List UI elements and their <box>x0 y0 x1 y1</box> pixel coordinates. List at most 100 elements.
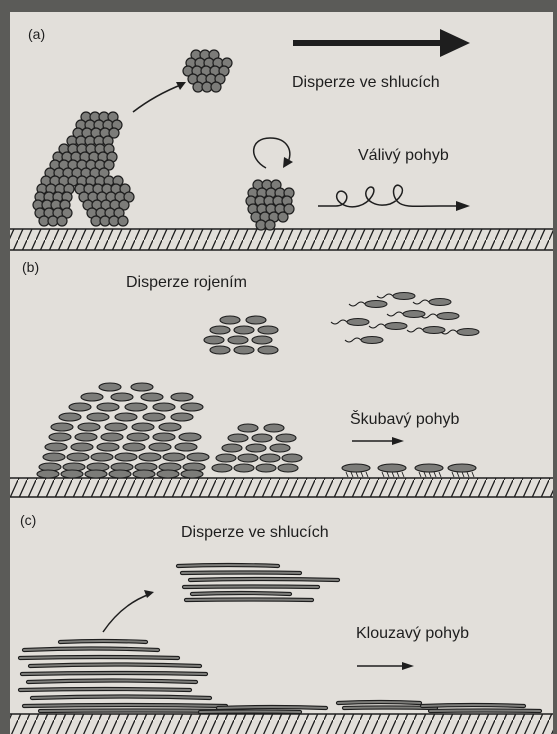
panel-c-label: (c) <box>20 512 36 528</box>
rod-cell <box>157 470 179 478</box>
rod-cell <box>234 346 254 354</box>
rod-cell <box>212 464 232 472</box>
filament-fill <box>186 600 312 601</box>
swarmer-cell <box>393 293 415 300</box>
rod-cell <box>45 443 67 451</box>
rod-cell <box>159 423 181 431</box>
rod-cell <box>131 383 153 391</box>
rod-cell <box>97 403 119 411</box>
swarmer-cell <box>385 323 407 330</box>
rod-cell <box>69 403 91 411</box>
swarmer-cell <box>457 329 479 336</box>
swarmer-cell <box>437 313 459 320</box>
filament-fill <box>184 587 318 588</box>
rod-cell <box>143 413 165 421</box>
rod-cell <box>175 443 197 451</box>
rod-cell <box>181 470 203 478</box>
rod-cell <box>187 453 209 461</box>
rod-cell <box>210 326 230 334</box>
panel-a-caption-top: Disperze ve shlucích <box>292 74 440 92</box>
rod-cell <box>132 423 154 431</box>
twitching-cell <box>378 464 406 472</box>
filament-fill <box>192 593 290 594</box>
rod-cell <box>81 393 103 401</box>
rod-cell <box>115 413 137 421</box>
rod-cell <box>43 453 65 461</box>
filament-fill <box>24 705 226 706</box>
panel-b-caption-top: Disperze rojením <box>126 274 247 292</box>
rod-cell <box>234 326 254 334</box>
rod-cell <box>228 336 248 344</box>
rod-cell <box>246 316 266 324</box>
rod-cell <box>49 433 71 441</box>
rod-cell <box>51 423 73 431</box>
filament-fill <box>430 711 540 712</box>
rod-cell <box>252 434 272 442</box>
panel-a-label: (a) <box>28 26 45 42</box>
swarmer-cell <box>361 337 383 344</box>
rod-cell <box>61 470 83 478</box>
rod-cell <box>276 434 296 442</box>
rod-cell <box>87 413 109 421</box>
rod-cell <box>256 464 276 472</box>
panel-c-caption-top: Disperze ve shlucích <box>181 524 329 542</box>
filament-fill <box>218 707 326 708</box>
coccus-cell <box>211 82 221 92</box>
rod-cell <box>210 346 230 354</box>
rod-cell <box>238 424 258 432</box>
ground-b <box>10 478 553 497</box>
rod-cell <box>75 433 97 441</box>
rod-cell <box>252 336 272 344</box>
filament-fill <box>182 573 300 574</box>
rod-cell <box>270 444 290 452</box>
coccus-cell <box>118 216 128 226</box>
filament-fill <box>60 641 146 642</box>
filament-fill <box>22 673 206 674</box>
panel-b-caption-bottom: Škubavý pohyb <box>350 411 459 429</box>
rod-cell <box>141 393 163 401</box>
swarmer-cell <box>365 301 387 308</box>
rod-cell <box>246 444 266 452</box>
coccus-cell <box>57 216 67 226</box>
rod-cell <box>125 403 147 411</box>
twitching-cell <box>415 464 443 472</box>
ground-c <box>10 714 553 734</box>
filament-fill <box>178 565 278 566</box>
panel-b-label: (b) <box>22 259 39 275</box>
rod-cell <box>171 393 193 401</box>
rod-cell <box>99 383 121 391</box>
rod-cell <box>220 316 240 324</box>
panel-c-caption-bottom: Klouzavý pohyb <box>356 625 469 643</box>
rod-cell <box>260 454 280 462</box>
rod-cell <box>105 423 127 431</box>
rod-cell <box>149 443 171 451</box>
rod-cell <box>153 403 175 411</box>
rod-cell <box>109 470 131 478</box>
rod-cell <box>59 413 81 421</box>
filament-fill <box>190 579 338 580</box>
rod-cell <box>133 470 155 478</box>
rod-cell <box>85 470 107 478</box>
filament-fill <box>20 657 178 658</box>
rod-cell <box>222 444 242 452</box>
rod-cell <box>216 454 236 462</box>
rod-cell <box>97 443 119 451</box>
panel-a-caption-bottom: Válivý pohyb <box>358 147 449 165</box>
rod-cell <box>234 464 254 472</box>
rod-cell <box>67 453 89 461</box>
rod-cell <box>123 443 145 451</box>
rod-cell <box>264 424 284 432</box>
rod-cell <box>278 464 298 472</box>
rod-cell <box>127 433 149 441</box>
swarmer-cell <box>347 319 369 326</box>
rod-cell <box>139 453 161 461</box>
coccus-cell <box>265 220 275 230</box>
rod-cell <box>228 434 248 442</box>
rod-cell <box>153 433 175 441</box>
filament-fill <box>422 705 524 706</box>
rod-cell <box>71 443 93 451</box>
rod-cell <box>101 433 123 441</box>
rod-cell <box>37 470 59 478</box>
rod-cell <box>163 453 185 461</box>
